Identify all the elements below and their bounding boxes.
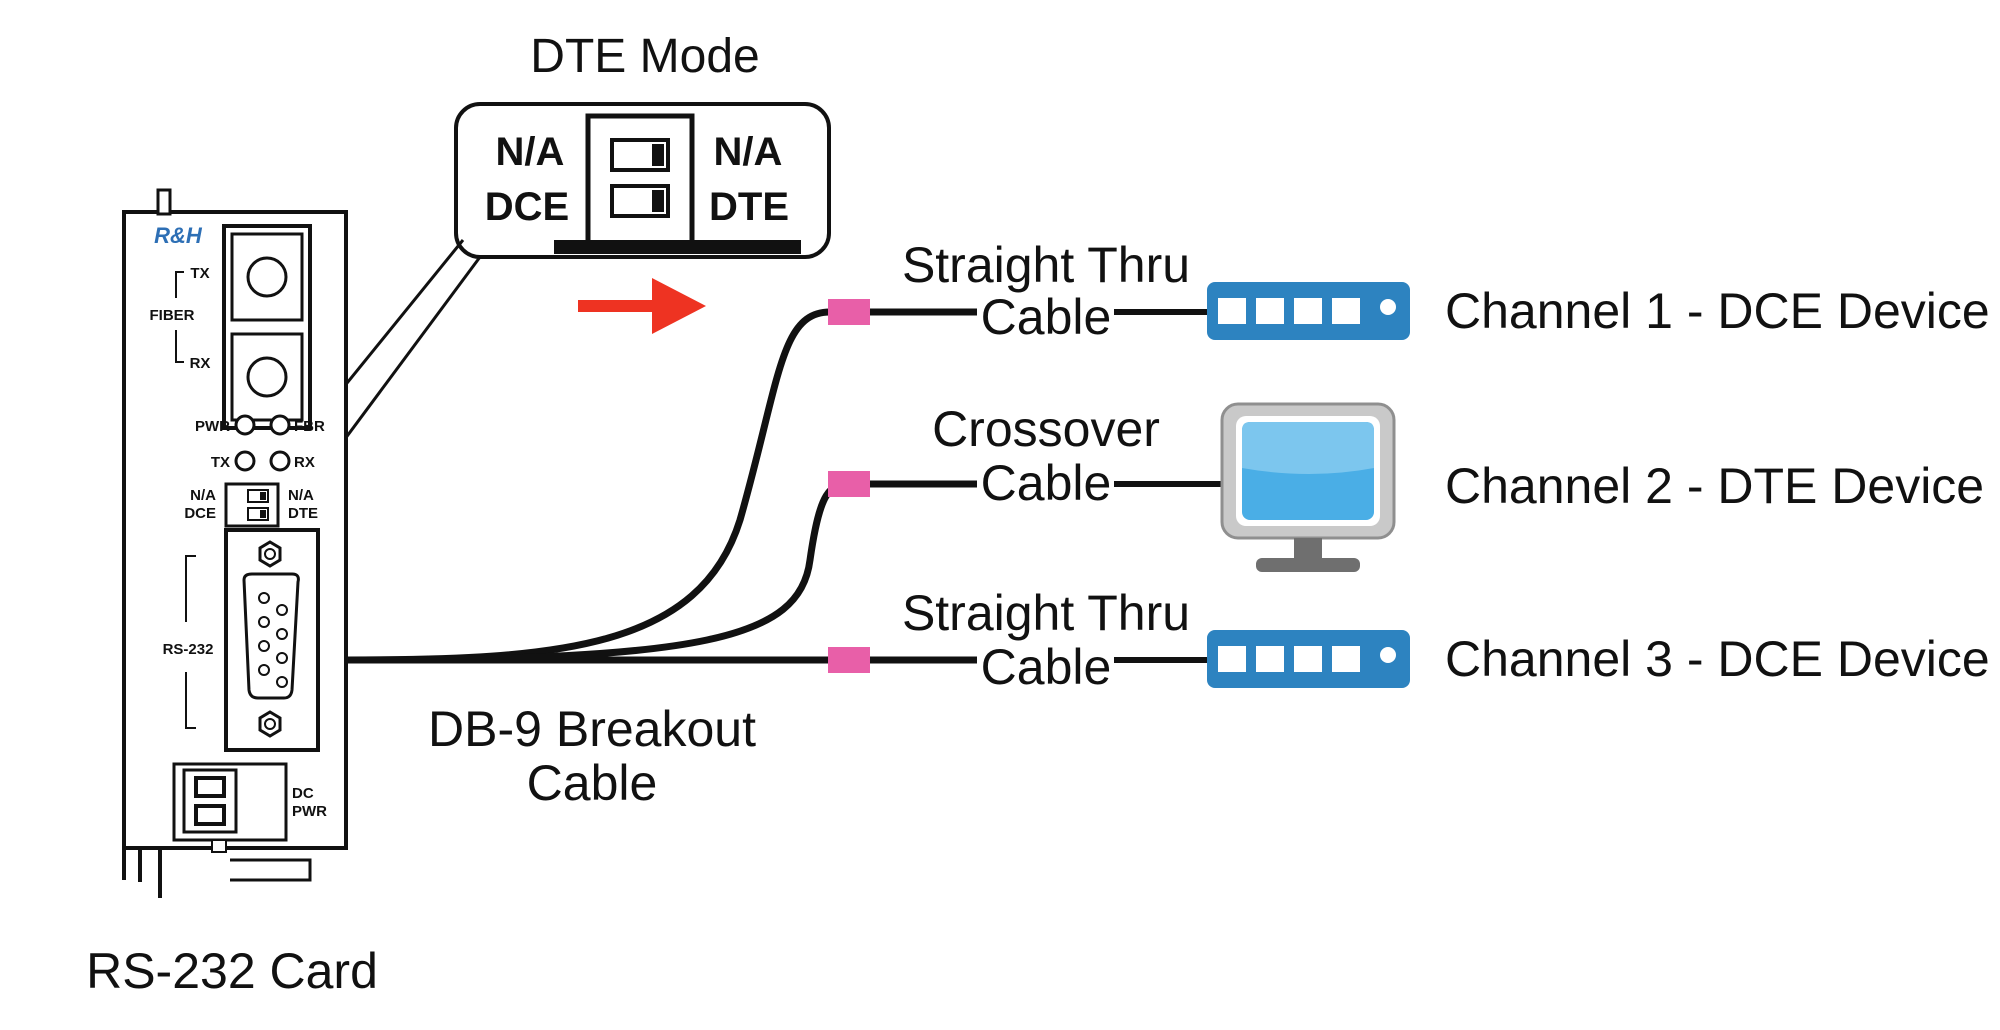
cable-2-line1: Crossover xyxy=(932,401,1160,457)
cable-label-3: Straight Thru Cable xyxy=(902,585,1190,695)
brand-logo: R&H xyxy=(154,223,203,248)
callout-left-bottom: DCE xyxy=(485,185,569,229)
switch-base-bar xyxy=(554,240,801,254)
switch-callout: N/A DCE N/A DTE xyxy=(268,102,831,479)
connector-2 xyxy=(828,471,870,497)
channel-3-label: Channel 3 - DCE Device xyxy=(1445,631,1990,687)
fbr-led-label: FBR xyxy=(294,418,325,435)
cable-label-2: Crossover Cable xyxy=(932,401,1160,511)
card-sw-right-top: N/A xyxy=(288,487,314,504)
card-sw-left-bottom: DCE xyxy=(184,505,216,522)
cable-channel-2 xyxy=(345,480,977,664)
callout-right-bottom: DTE xyxy=(709,185,789,229)
pwr-led xyxy=(234,414,256,436)
rx-led xyxy=(269,450,291,472)
tx-led xyxy=(234,450,256,472)
rs232-label: RS-232 xyxy=(163,641,214,658)
callout-left-top: N/A xyxy=(496,130,565,174)
fiber-tx-label: TX xyxy=(190,265,209,282)
switch-body-large xyxy=(585,113,695,247)
network-switch-icon xyxy=(1207,282,1410,340)
cable-label-1: Straight Thru Cable xyxy=(902,237,1190,345)
dc-pwr-label: PWR xyxy=(292,803,327,820)
channel-1-label: Channel 1 - DCE Device xyxy=(1445,283,1990,339)
connector-1 xyxy=(828,299,870,325)
dc-label: DC xyxy=(292,785,314,802)
tx-led-label: TX xyxy=(211,454,230,471)
fiber-rx-label: RX xyxy=(190,355,211,372)
fiber-label: FIBER xyxy=(150,307,195,324)
cable-1-line2: Cable xyxy=(981,289,1112,345)
breakout-line2: Cable xyxy=(527,755,658,811)
rs232-card: R&H TX FIBER RX PWR FBR TX RX N/A DCE N/… xyxy=(122,188,348,898)
network-switch-icon xyxy=(1207,630,1410,688)
breakout-cables xyxy=(345,308,977,664)
card-caption: RS-232 Card xyxy=(86,943,378,999)
cable-3-line1: Straight Thru xyxy=(902,585,1190,641)
fbr-led xyxy=(269,414,291,436)
breakout-line1: DB-9 Breakout xyxy=(428,701,756,757)
cable-2-line2: Cable xyxy=(981,455,1112,511)
card-sw-right-bottom: DTE xyxy=(288,505,318,522)
cable-3-line2: Cable xyxy=(981,639,1112,695)
cable-1-line1: Straight Thru xyxy=(902,237,1190,293)
card-sw-left-top: N/A xyxy=(190,487,216,504)
channel-2-label: Channel 2 - DTE Device xyxy=(1445,458,1984,514)
monitor-icon xyxy=(1220,402,1396,572)
callout-right-top: N/A xyxy=(714,130,783,174)
rx-led-label: RX xyxy=(294,454,315,471)
pwr-led-label: PWR xyxy=(195,418,230,435)
dte-mode-title: DTE Mode xyxy=(530,30,759,83)
direction-arrow-icon xyxy=(578,278,706,334)
connector-3 xyxy=(828,647,870,673)
